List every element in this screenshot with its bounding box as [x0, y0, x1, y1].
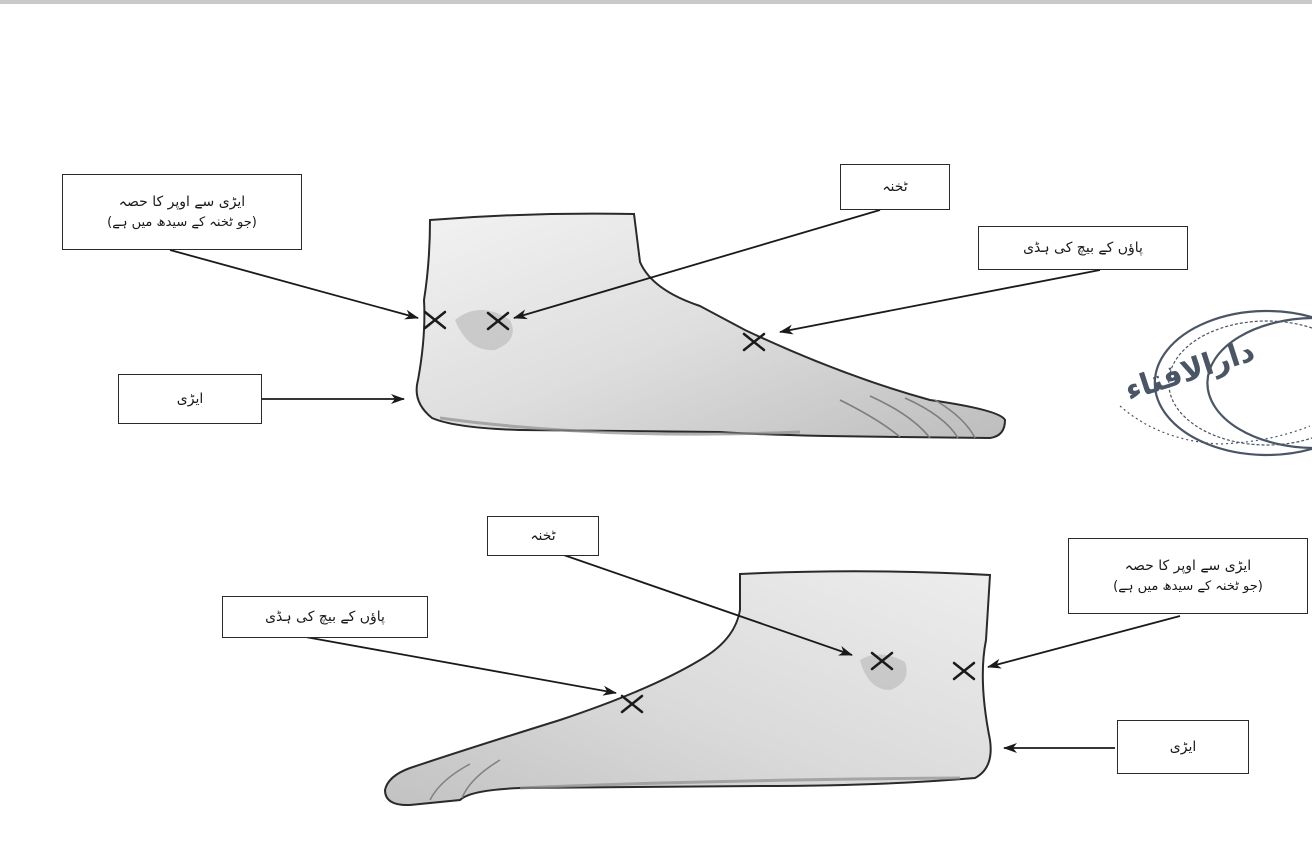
bottom-foot: [385, 571, 991, 805]
bottom-heel-text: ایڑی: [1170, 737, 1196, 758]
top-mid-foot-arrow: [780, 270, 1100, 332]
bottom-upper-heel-arrow: [988, 616, 1180, 667]
bottom-ankle-text: ٹخنہ: [530, 526, 555, 547]
bottom-heel-label: ایڑی: [1117, 720, 1249, 774]
top-mid-foot-label: پاؤں کے بیچ کی ہڈی: [978, 226, 1188, 270]
top-upper-heel-line2: (جو ٹخنہ کے سیدھ میں ہے): [107, 213, 257, 233]
top-ankle-text: ٹخنہ: [882, 177, 907, 198]
bottom-upper-heel-line1: ایڑی سے اوپر کا حصہ: [1125, 556, 1251, 577]
top-upper-heel-line1: ایڑی سے اوپر کا حصہ: [119, 192, 245, 213]
bottom-foot-silhouette: [385, 571, 991, 805]
top-mid-foot-text: پاؤں کے بیچ کی ہڈی: [1023, 238, 1143, 259]
top-heel-label: ایڑی: [118, 374, 262, 424]
seal-ornament: [1120, 406, 1310, 444]
seal-stamp: دارالافتاء: [1120, 311, 1312, 455]
bottom-ankle-label: ٹخنہ: [487, 516, 599, 556]
bottom-upper-heel-line2: (جو ٹخنہ کے سیدھ میں ہے): [1113, 577, 1263, 597]
bottom-mid-foot-label: پاؤں کے بیچ کی ہڈی: [222, 596, 428, 638]
top-upper-heel-arrow: [170, 250, 418, 318]
top-heel-text: ایڑی: [177, 389, 203, 410]
bottom-mid-foot-text: پاؤں کے بیچ کی ہڈی: [265, 607, 385, 628]
top-upper-heel-label: ایڑی سے اوپر کا حصہ (جو ٹخنہ کے سیدھ میں…: [62, 174, 302, 250]
top-ankle-label: ٹخنہ: [840, 164, 950, 210]
bottom-upper-heel-label: ایڑی سے اوپر کا حصہ (جو ٹخنہ کے سیدھ میں…: [1068, 538, 1308, 614]
bottom-mid-foot-arrow: [300, 636, 616, 693]
